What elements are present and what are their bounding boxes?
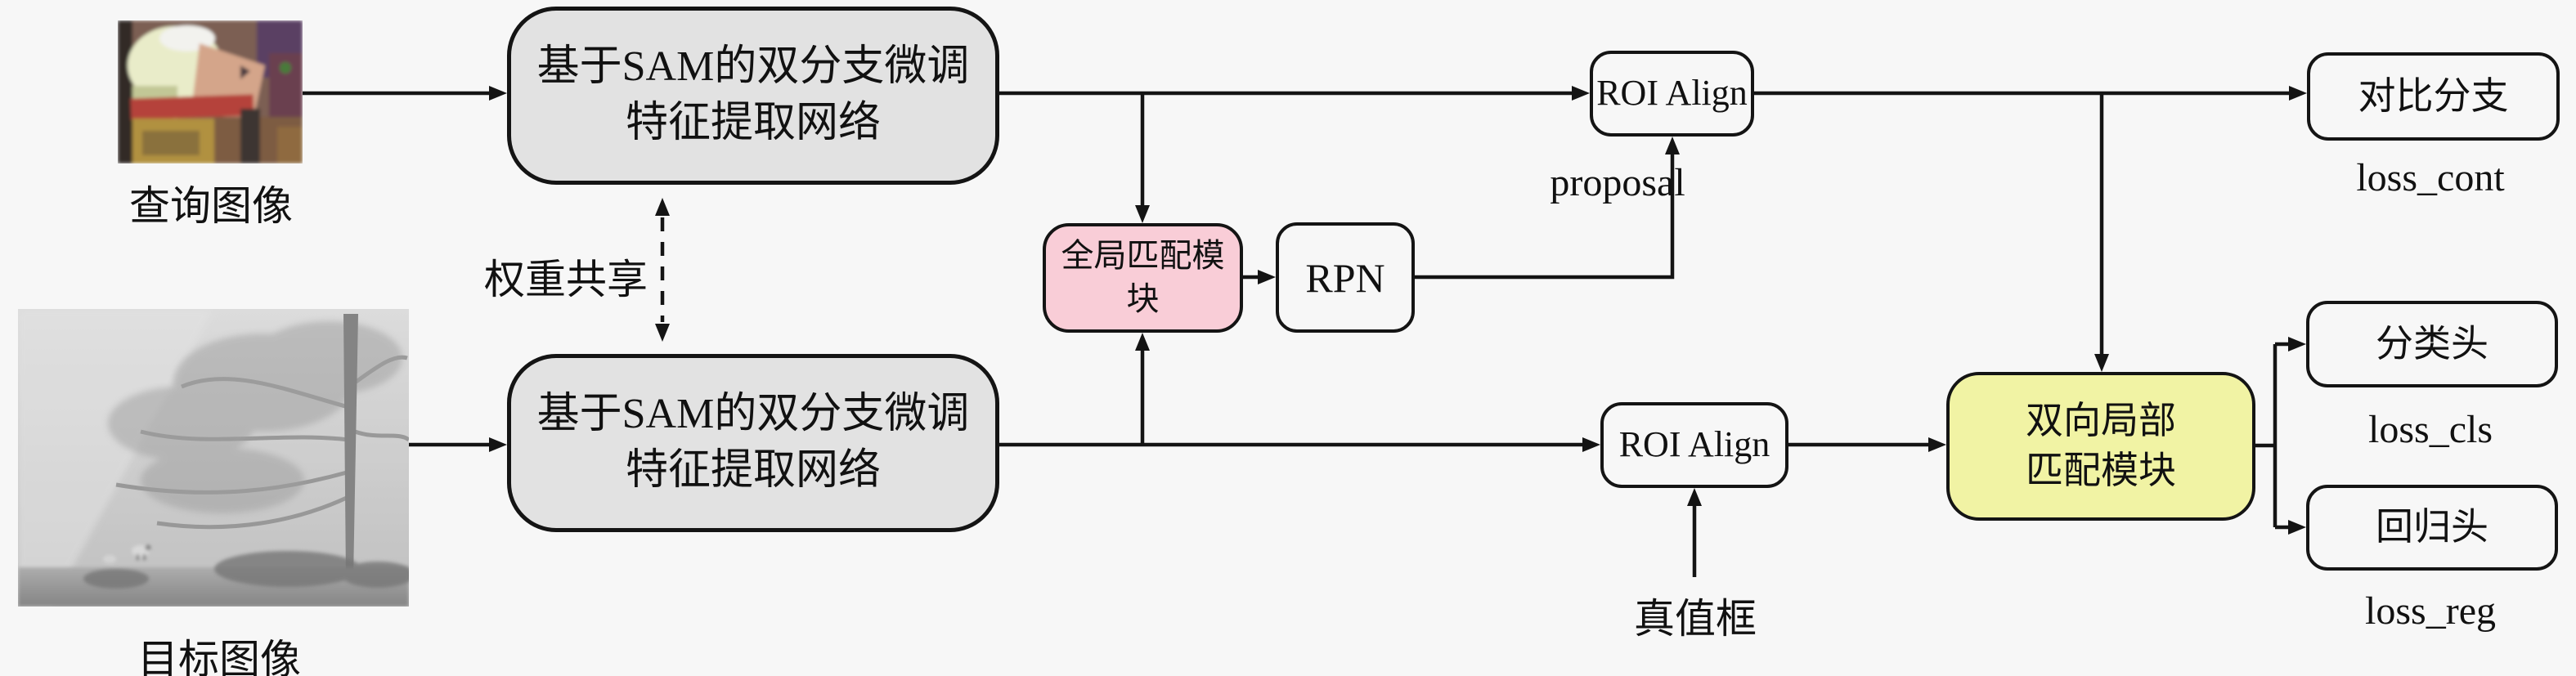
arrowhead-icon (2289, 86, 2307, 101)
rpn-box: RPN (1276, 222, 1415, 333)
gt-box-label: 真值框 (1634, 596, 1757, 642)
query-image-label: 查询图像 (129, 183, 293, 229)
arrowhead-icon (2288, 520, 2306, 535)
target-image-thumbnail (18, 309, 409, 607)
arrowhead-icon (2094, 354, 2109, 372)
arrowhead-icon (1135, 205, 1150, 223)
target-image-label: 目标图像 (137, 637, 301, 676)
loss-reg-label: loss_reg (2365, 589, 2496, 633)
arrowhead-icon (1135, 333, 1150, 351)
arrowhead-icon (489, 437, 507, 452)
local-matching-box: 双向局部 匹配模块 (1946, 372, 2255, 521)
backbone-bottom-box: 基于SAM的双分支微调 特征提取网络 (507, 354, 999, 532)
query-image-thumbnail (118, 20, 303, 163)
backbone-top-line2: 特征提取网络 (625, 100, 881, 146)
reg-head-label: 回归头 (2376, 506, 2488, 548)
arrowhead-icon (489, 86, 507, 101)
arrowhead-icon (1687, 488, 1702, 506)
cls-head-box: 分类头 (2306, 301, 2558, 387)
backbone-top-line1: 基于SAM的双分支微调 (536, 43, 970, 91)
proposal-label: proposal (1550, 161, 1685, 204)
arrowhead-icon (1928, 437, 1946, 452)
roi-align-top-box: ROI Align (1590, 51, 1754, 137)
edge-rpn-to-roi (1415, 154, 1675, 280)
arrowhead-icon (655, 198, 670, 216)
arrowhead-icon (1665, 137, 1680, 154)
roi-align-top-label: ROI Align (1596, 73, 1748, 114)
cls-head-label: 分类头 (2376, 322, 2488, 365)
backbone-bottom-line2: 特征提取网络 (625, 447, 881, 494)
arrowhead-icon (1258, 270, 1276, 284)
arrowhead-icon (2288, 337, 2306, 351)
global-matching-box: 全局匹配模块 (1043, 223, 1243, 333)
weight-share-label: 权重共享 (484, 257, 648, 302)
local-matching-line2: 匹配模块 (2026, 450, 2176, 491)
arrowhead-icon (655, 324, 670, 342)
arrowhead-icon (1572, 86, 1590, 101)
backbone-bottom-line1: 基于SAM的双分支微调 (536, 391, 970, 438)
roi-align-bottom-label: ROI Align (1618, 424, 1770, 465)
arrowhead-icon (1582, 437, 1600, 452)
local-matching-line1: 双向局部 (2026, 400, 2176, 442)
global-matching-label: 全局匹配模块 (1061, 237, 1225, 317)
reg-head-box: 回归头 (2306, 485, 2558, 571)
rpn-label: RPN (1305, 254, 1385, 301)
backbone-top-box: 基于SAM的双分支微调 特征提取网络 (507, 7, 999, 185)
contrast-branch-box: 对比分支 (2307, 52, 2560, 141)
contrast-branch-label: 对比分支 (2358, 74, 2509, 117)
loss-cls-label: loss_cls (2367, 408, 2493, 451)
loss-cont-label: loss_cont (2356, 156, 2505, 199)
roi-align-bottom-box: ROI Align (1600, 402, 1788, 488)
